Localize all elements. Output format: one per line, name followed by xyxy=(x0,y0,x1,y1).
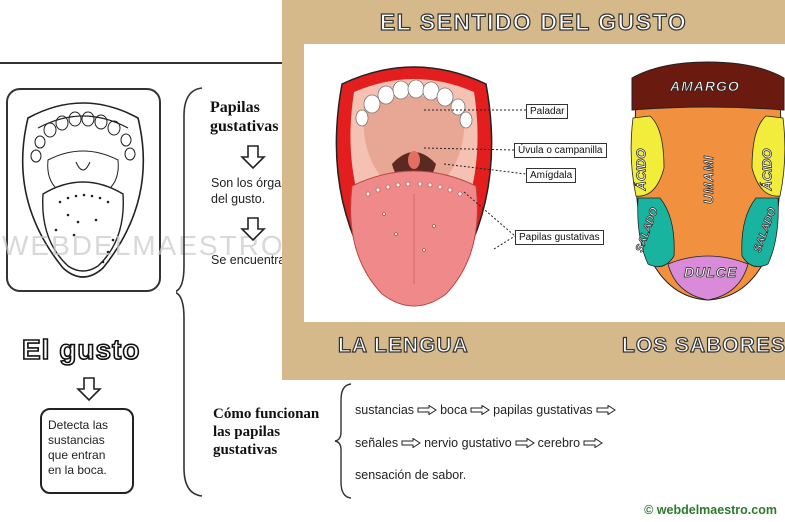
papilas-line-1: Son los órganos xyxy=(211,176,302,190)
flavor-umami: UMAMI xyxy=(701,154,717,205)
process-row-1: sustancias boca papilas gustativas xyxy=(355,403,616,417)
right-arrow-icon xyxy=(583,438,603,448)
detect-box: Detecta las sustancias que entran en la … xyxy=(40,408,134,494)
flavor-dulce: DULCE xyxy=(684,264,738,281)
process-step: sensación de sabor. xyxy=(355,468,467,482)
detect-line-2: sustancias xyxy=(48,433,105,447)
mouth-line-drawing xyxy=(21,102,145,278)
flavor-tongue-map xyxy=(630,61,785,301)
flavor-acido-left: ÁCIDO xyxy=(633,148,649,191)
process-row-2: señales nervio gustativo cerebro xyxy=(355,436,603,450)
taste-poster: EL SENTIDO DEL GUSTO xyxy=(282,0,785,380)
label-papilas: Papilas gustativas xyxy=(515,230,604,245)
down-arrow-icon xyxy=(240,145,266,170)
process-row-3: sensación de sabor. xyxy=(355,468,466,482)
mouth-drawing-box xyxy=(6,88,161,292)
process-step: boca xyxy=(440,403,468,417)
right-arrow-icon xyxy=(596,405,616,415)
papilas-line-2: del gusto. xyxy=(211,192,266,206)
right-arrow-icon xyxy=(401,438,422,448)
mouth-illustration xyxy=(335,66,493,307)
right-arrow-icon xyxy=(515,438,535,448)
brace-large xyxy=(176,87,203,497)
detect-line-3: que entran xyxy=(48,448,106,462)
down-arrow-icon xyxy=(76,377,102,402)
como-title: Cómo funcionan las papilas gustativas xyxy=(213,406,320,458)
label-pointers xyxy=(423,109,527,250)
flavor-amargo: AMARGO xyxy=(670,78,740,95)
detect-line-1: Detecta las xyxy=(48,418,109,432)
worksheet-title: El gusto xyxy=(21,333,141,366)
frame-line-top xyxy=(0,62,282,64)
copyright-credit: © webdelmaestro.com xyxy=(644,503,777,517)
papilas-line-3: Se encuentran xyxy=(211,253,293,267)
right-arrow-icon xyxy=(417,405,437,415)
process-step: sustancias xyxy=(355,403,415,417)
label-amigdala: Amígdala xyxy=(526,168,577,183)
process-step: señales xyxy=(355,436,399,450)
brace-small xyxy=(334,383,352,499)
label-paladar: Paladar xyxy=(526,104,569,119)
poster-illustration-panel: Paladar Úvula o campanilla Amígdala Papi… xyxy=(304,44,785,322)
detect-line-4: en la boca. xyxy=(48,463,107,477)
caption-la-lengua: LA LENGUA xyxy=(337,333,469,357)
flavor-acido-right: ÁCIDO xyxy=(759,148,775,191)
caption-los-sabores: LOS SABORES xyxy=(622,334,785,358)
poster-title: EL SENTIDO DEL GUSTO xyxy=(379,8,688,35)
label-uvula: Úvula o campanilla xyxy=(514,143,607,158)
papilas-title: Papilas gustativas xyxy=(210,99,279,135)
down-arrow-icon xyxy=(240,217,266,242)
right-arrow-icon xyxy=(470,405,491,415)
process-step: cerebro xyxy=(537,436,581,450)
watermark: WEBDELMAESTRO xyxy=(2,230,285,261)
process-step: nervio gustativo xyxy=(424,436,512,450)
process-step: papilas gustativas xyxy=(493,403,593,417)
